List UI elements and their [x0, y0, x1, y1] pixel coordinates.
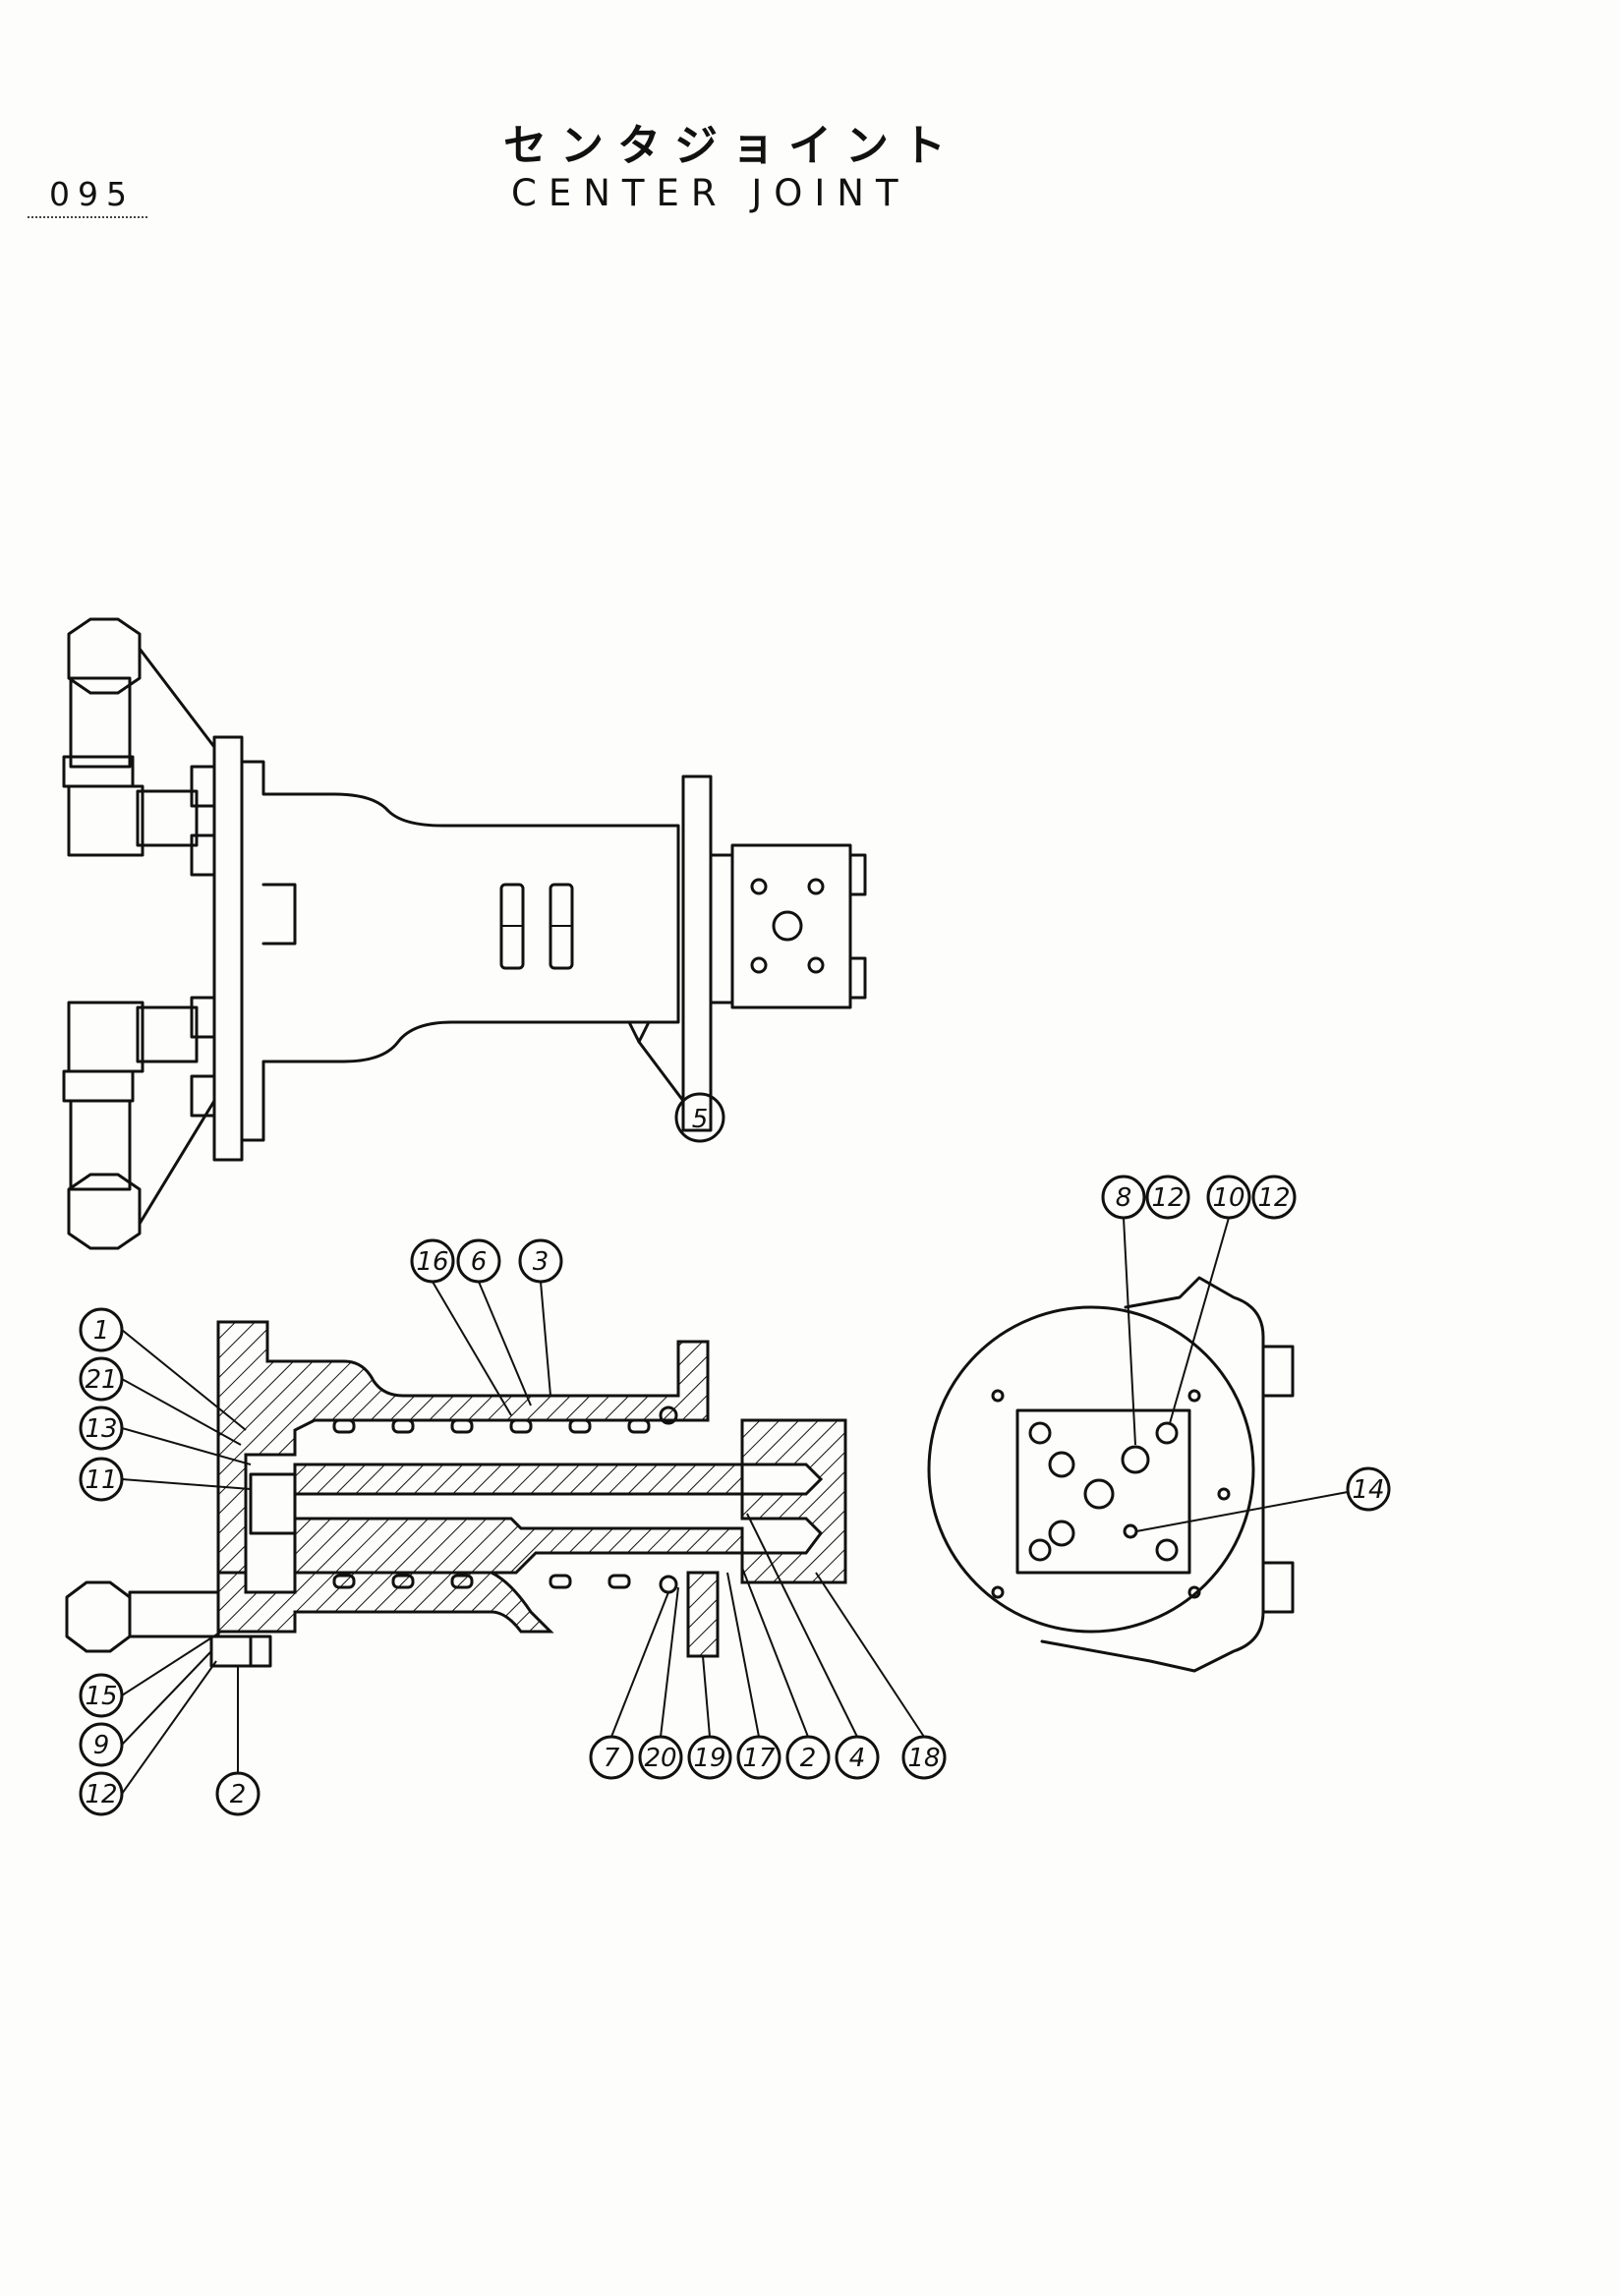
- svg-text:3: 3: [533, 1247, 550, 1277]
- upper-hose-fitting: [62, 617, 216, 857]
- end-view-housing: [1040, 1276, 1265, 1673]
- callouts-top: 16 6 3: [410, 1238, 563, 1416]
- end-view-flange: [927, 1305, 1255, 1634]
- svg-text:19: 19: [693, 1744, 725, 1773]
- top-view: 5: [62, 617, 867, 1250]
- title-english: CENTER JOINT: [511, 172, 910, 214]
- housing-body: [240, 760, 680, 1142]
- svg-text:20: 20: [644, 1744, 676, 1773]
- svg-text:21: 21: [85, 1365, 117, 1395]
- svg-text:6: 6: [471, 1247, 488, 1277]
- page-number-rule: [28, 216, 147, 218]
- svg-text:8: 8: [1116, 1183, 1132, 1213]
- port-block: [730, 843, 852, 1009]
- callout-5: [674, 1092, 725, 1143]
- callouts-end-view: 8 12 10 12 14: [1101, 1175, 1391, 1532]
- svg-text:7: 7: [604, 1744, 620, 1773]
- svg-text:12: 12: [1151, 1183, 1184, 1213]
- side-port-lower: [1261, 1561, 1295, 1614]
- svg-text:18: 18: [907, 1744, 940, 1773]
- svg-text:1: 1: [93, 1316, 110, 1346]
- svg-text:2: 2: [800, 1744, 817, 1773]
- spindle: [293, 1463, 744, 1496]
- section-view: 16 6 3 1 21 13 11 15: [65, 1238, 947, 1816]
- lower-hose-fitting: [62, 1001, 216, 1250]
- svg-text:12: 12: [1257, 1183, 1290, 1213]
- housing-section-lower: [216, 1571, 554, 1634]
- svg-text:14: 14: [1352, 1475, 1384, 1505]
- page-number: 095: [49, 175, 135, 213]
- end-cap: [740, 1418, 847, 1584]
- callouts-bottom: 7 20 19 17 2 4 18: [589, 1513, 947, 1780]
- housing-section-upper: [216, 1320, 710, 1575]
- side-port-upper: [1261, 1345, 1295, 1398]
- svg-text:15: 15: [85, 1682, 117, 1711]
- end-view: 8 12 10 12 14: [927, 1175, 1391, 1673]
- svg-text:9: 9: [93, 1731, 110, 1760]
- thrust-plate: [686, 1571, 720, 1658]
- svg-text:10: 10: [1212, 1183, 1244, 1213]
- svg-text:17: 17: [742, 1744, 776, 1773]
- svg-text:11: 11: [85, 1465, 117, 1495]
- end-view-port-plate: [1015, 1408, 1191, 1575]
- svg-text:4: 4: [849, 1744, 866, 1773]
- svg-text:2: 2: [230, 1780, 247, 1809]
- callouts-left: 1 21 13 11 15 9 12 2: [79, 1307, 260, 1816]
- grease-nipple: [627, 1020, 651, 1044]
- svg-text:12: 12: [85, 1780, 117, 1809]
- right-flange: [681, 775, 713, 1132]
- seal-rings: [332, 1406, 678, 1594]
- title-japanese: センタジョイント: [503, 121, 959, 171]
- svg-text:16: 16: [416, 1247, 448, 1277]
- svg-text:13: 13: [85, 1414, 117, 1444]
- callout-5-label: 5: [692, 1105, 709, 1134]
- left-flange: [212, 735, 244, 1162]
